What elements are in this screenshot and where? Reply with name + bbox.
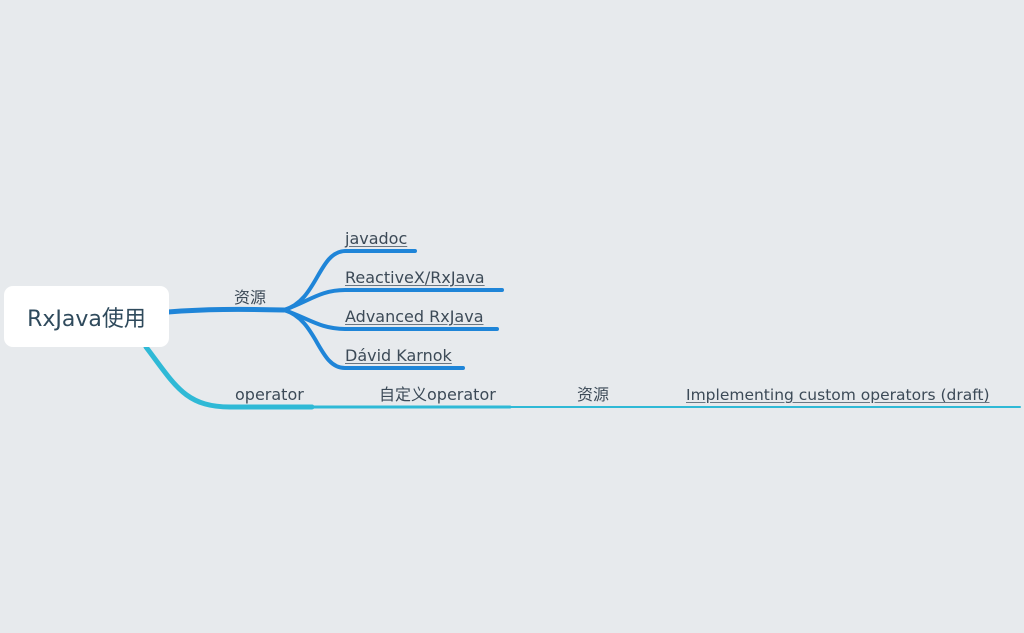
connector-resources-david	[282, 308, 465, 370]
connector-root-operator	[143, 344, 315, 410]
root-topic-label: RxJava使用	[27, 306, 146, 332]
topic-custom-operator[interactable]: 自定义operator	[379, 385, 496, 404]
link-implementing-custom-operators[interactable]: Implementing custom operators (draft)	[686, 386, 990, 404]
connector-resources-reactivex	[282, 288, 504, 312]
connector-root-resources	[165, 306, 287, 315]
root-topic[interactable]: RxJava使用	[4, 286, 169, 347]
link-javadoc[interactable]: javadoc	[345, 229, 408, 248]
topic-resources[interactable]: 资源	[234, 288, 267, 307]
link-reactivex-rxjava[interactable]: ReactiveX/RxJava	[345, 268, 485, 287]
link-david-karnok[interactable]: Dávid Karnok	[345, 346, 452, 365]
link-advanced-rxjava[interactable]: Advanced RxJava	[345, 307, 484, 326]
topic-operator[interactable]: operator	[235, 385, 304, 404]
topic-custom-operator-resources[interactable]: 资源	[577, 385, 610, 404]
